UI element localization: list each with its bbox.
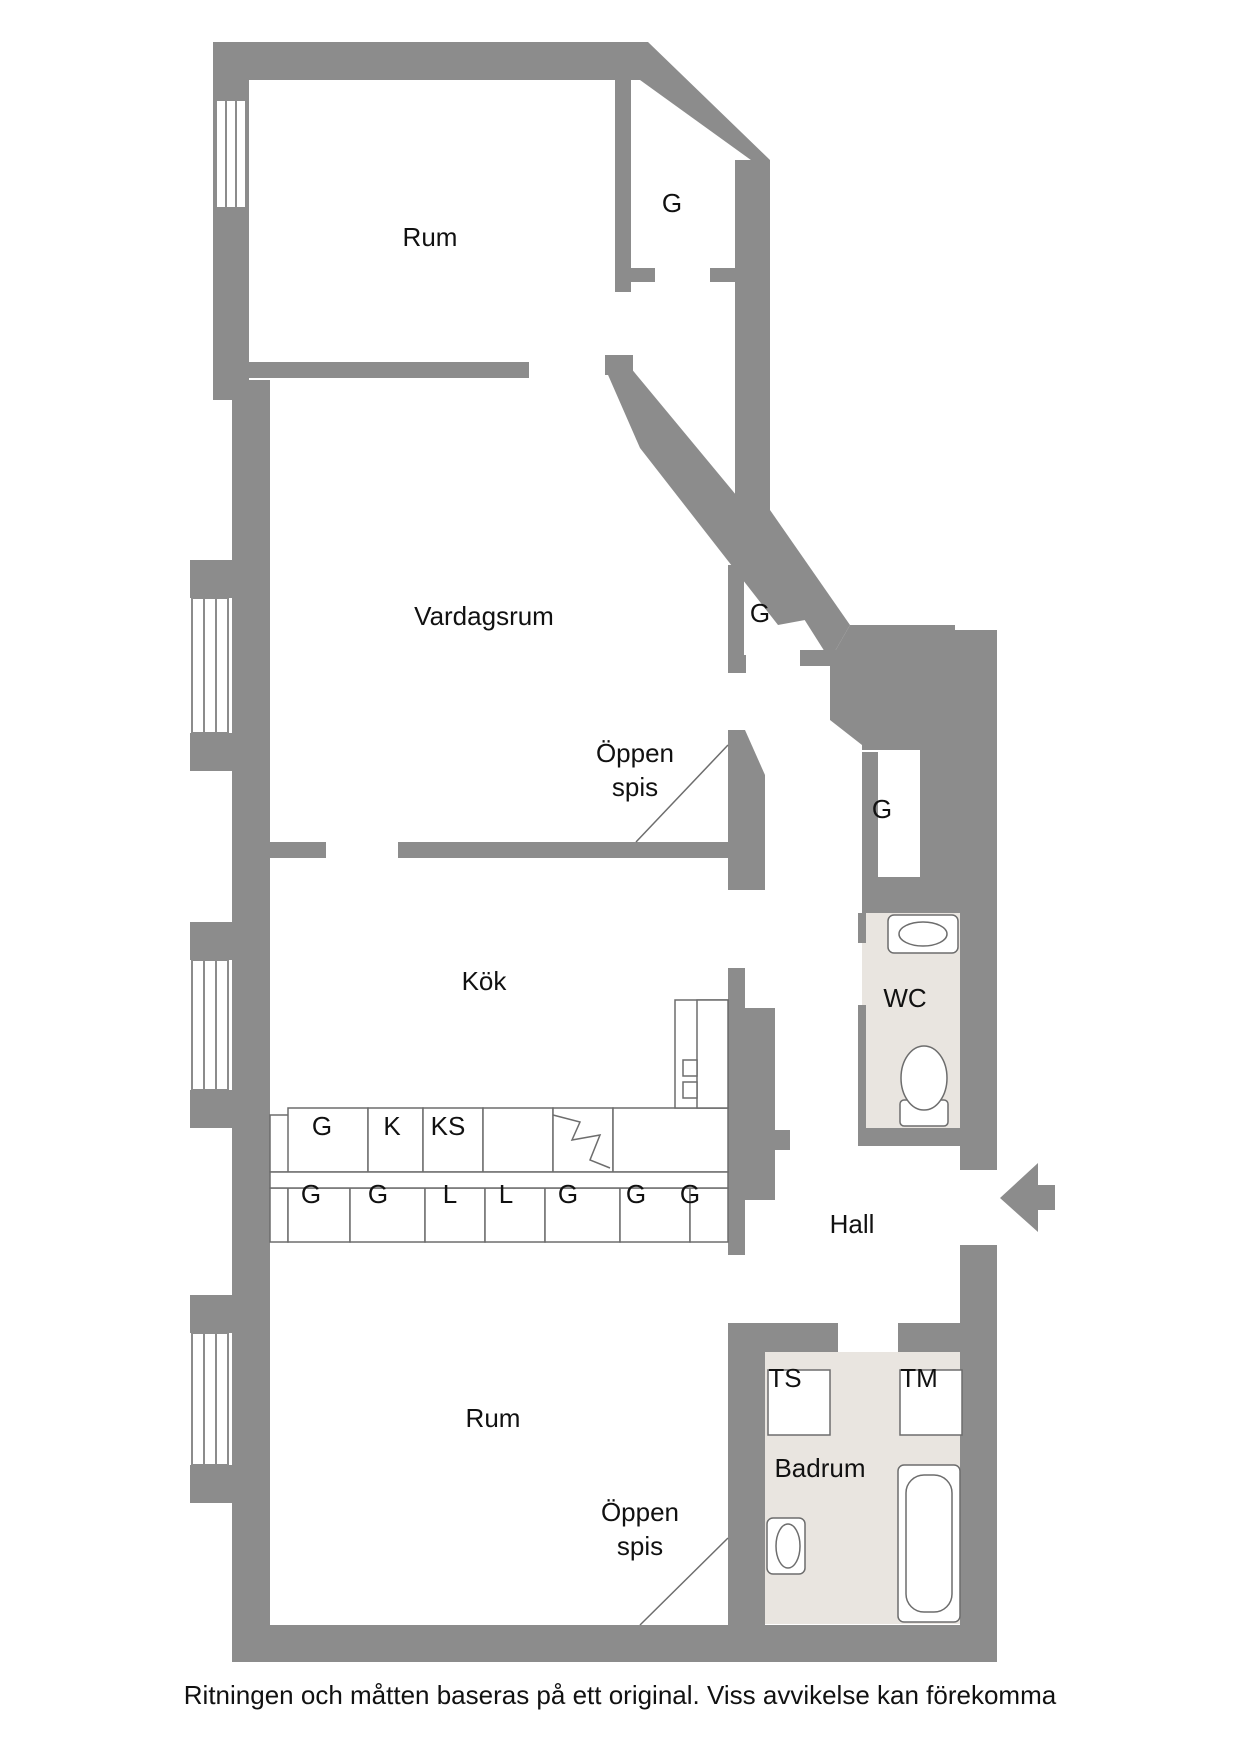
bathroom-fixtures	[766, 1369, 963, 1623]
entrance-arrow-icon	[1000, 1163, 1055, 1232]
window-top-room	[215, 99, 247, 209]
washing-machine-icon	[899, 1369, 963, 1436]
closet-label-middle: G	[750, 598, 770, 628]
dryer-label: TS	[768, 1363, 801, 1393]
wc-fixtures	[887, 914, 959, 1127]
storage-code: G	[626, 1179, 646, 1209]
dryer-icon	[767, 1369, 831, 1436]
closet-label-right: G	[872, 794, 892, 824]
disclaimer-caption: Ritningen och måtten baseras på ett orig…	[183, 1680, 1057, 1710]
room-label-wc: WC	[883, 983, 926, 1013]
storage-code: L	[499, 1179, 513, 1209]
kitchen-code: G	[312, 1111, 332, 1141]
window-living-room	[191, 597, 229, 734]
storage-code: G	[558, 1179, 578, 1209]
windows	[191, 99, 247, 1466]
storage-code: G	[680, 1179, 700, 1209]
storage-code: G	[301, 1179, 321, 1209]
kitchen-counters	[269, 999, 729, 1243]
room-label-kok: Kök	[462, 966, 508, 996]
fireplace-lower-label-1: Öppen	[601, 1497, 679, 1527]
room-label-badrum: Badrum	[774, 1453, 865, 1483]
kitchen-code: KS	[431, 1111, 466, 1141]
stove-icon	[552, 1114, 611, 1169]
washer-label: TM	[900, 1363, 938, 1393]
room-label-hall: Hall	[830, 1209, 875, 1239]
closet-label-top: G	[662, 188, 682, 218]
fireplace-lower-label-2: spis	[617, 1531, 663, 1561]
kitchen-code: K	[383, 1111, 401, 1141]
fireplace-upper-label-2: spis	[612, 772, 658, 802]
room-label-rum-bottom: Rum	[466, 1403, 521, 1433]
storage-code: G	[368, 1179, 388, 1209]
walls	[190, 42, 997, 1662]
room-label-vardagsrum: Vardagsrum	[414, 601, 554, 631]
fireplace-lower-hearth	[639, 1537, 729, 1626]
fireplace-upper-hearth	[635, 744, 729, 843]
storage-code: L	[443, 1179, 457, 1209]
window-kitchen	[191, 959, 229, 1091]
room-label-rum-top: Rum	[403, 222, 458, 252]
window-bottom-room	[191, 1332, 229, 1466]
fireplace-upper-label-1: Öppen	[596, 738, 674, 768]
